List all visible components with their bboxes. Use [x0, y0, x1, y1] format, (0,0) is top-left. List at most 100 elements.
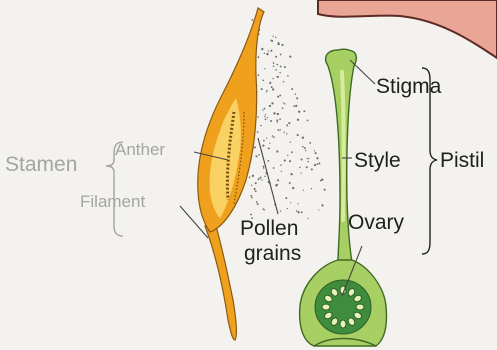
pollen-dot — [257, 116, 259, 118]
pollen-dot — [254, 188, 256, 190]
leader-pollen — [258, 138, 278, 214]
pollen-dot — [256, 201, 258, 203]
pollen-dot — [287, 75, 289, 77]
pollen-dot — [283, 102, 284, 103]
pollen-dot — [276, 119, 278, 121]
pollen-dot — [307, 161, 309, 163]
pollen-dot — [278, 42, 280, 44]
pollen-dot — [324, 189, 326, 191]
pollen-dot — [276, 121, 278, 123]
pollen-dot — [284, 103, 285, 104]
ovule — [340, 320, 346, 328]
pollen-label-line2: grains — [244, 243, 301, 264]
pollen-dot — [266, 138, 267, 139]
pollen-dot — [307, 158, 308, 159]
pollen-dot — [259, 177, 261, 179]
pollen-dot — [265, 118, 267, 120]
pollen-dot — [263, 166, 265, 168]
pollen-dot — [296, 210, 298, 212]
pollen-dot — [277, 113, 279, 115]
pollen-dot — [275, 69, 277, 71]
pollen-dot — [302, 146, 304, 148]
stamen-label: Stamen — [5, 154, 77, 175]
pollen-dot — [293, 105, 295, 107]
pollen-dot — [250, 195, 252, 197]
pollen-dot — [261, 48, 263, 50]
pollen-dot — [318, 162, 320, 164]
ovule — [322, 304, 330, 310]
pollen-dot — [290, 173, 292, 175]
pollen-dot — [267, 117, 268, 118]
pollen-dot — [291, 151, 293, 153]
pollen-dot — [257, 131, 259, 133]
pollen-dots — [248, 19, 326, 220]
pollen-dot — [264, 108, 266, 110]
pollen-dot — [275, 37, 276, 38]
pollen-dot — [285, 197, 287, 199]
pollen-dot — [257, 203, 259, 205]
pistil-drawing — [300, 49, 387, 346]
pollen-dot — [282, 107, 284, 109]
pollen-dot — [261, 179, 262, 180]
pollen-dot — [251, 185, 252, 186]
pollen-dot — [278, 129, 280, 131]
pollen-dot — [262, 109, 263, 110]
pollen-dot — [284, 132, 285, 133]
pollen-dot — [254, 146, 256, 148]
pollen-dot — [276, 150, 278, 152]
pollen-dot — [255, 182, 257, 184]
pollen-dot — [266, 53, 268, 55]
pollen-dot — [271, 40, 273, 42]
pollen-dot — [279, 94, 281, 96]
pollen-dot — [286, 133, 287, 134]
pollen-dot — [289, 160, 291, 162]
pistil-label: Pistil — [440, 150, 484, 171]
ovule — [356, 304, 364, 310]
pollen-dot — [261, 88, 263, 90]
pollen-dot — [277, 96, 279, 98]
pollen-dot — [264, 68, 265, 69]
pollen-dot — [309, 142, 311, 144]
pollen-dot — [276, 184, 278, 186]
pollen-dot — [264, 176, 266, 178]
pollen-dot — [264, 53, 265, 54]
pollen-dot — [315, 152, 317, 154]
pollen-dot — [270, 50, 272, 52]
pollen-dot — [277, 64, 279, 66]
pollen-dot — [307, 120, 309, 122]
pollen-dot — [298, 111, 300, 113]
pollen-dot — [289, 182, 291, 184]
pollen-dot — [252, 19, 254, 21]
pollen-label-line1: Pollen — [240, 218, 298, 239]
pollen-dot — [267, 160, 269, 162]
pollen-dot — [304, 147, 306, 149]
pollen-dot — [273, 167, 275, 169]
pollen-dot — [290, 202, 291, 203]
pollen-dot — [314, 150, 315, 151]
pollen-dot — [308, 158, 309, 159]
pollen-dot — [295, 93, 297, 95]
pollen-dot — [255, 190, 257, 192]
style-highlight — [342, 72, 344, 220]
pollen-dot — [269, 105, 271, 107]
pollen-dot — [279, 118, 281, 120]
pollen-dot — [258, 74, 260, 76]
pollen-dot — [268, 51, 269, 52]
pollen-dot — [314, 164, 316, 166]
pollen-dot — [268, 147, 270, 149]
pollen-dot — [277, 179, 279, 181]
ovary-label: Ovary — [348, 212, 404, 233]
pollen-dot — [280, 129, 281, 130]
pollen-dot — [311, 168, 313, 170]
pollen-dot — [292, 187, 294, 189]
pollen-dot — [295, 105, 297, 107]
pollen-dot — [297, 211, 299, 213]
pollen-dot — [263, 167, 265, 169]
pollen-dot — [262, 144, 264, 146]
pollen-dot — [264, 116, 265, 117]
pollen-dot — [287, 155, 288, 156]
filament-label: Filament — [80, 193, 145, 210]
pollen-dot — [263, 140, 265, 142]
pollen-dot — [297, 119, 299, 121]
